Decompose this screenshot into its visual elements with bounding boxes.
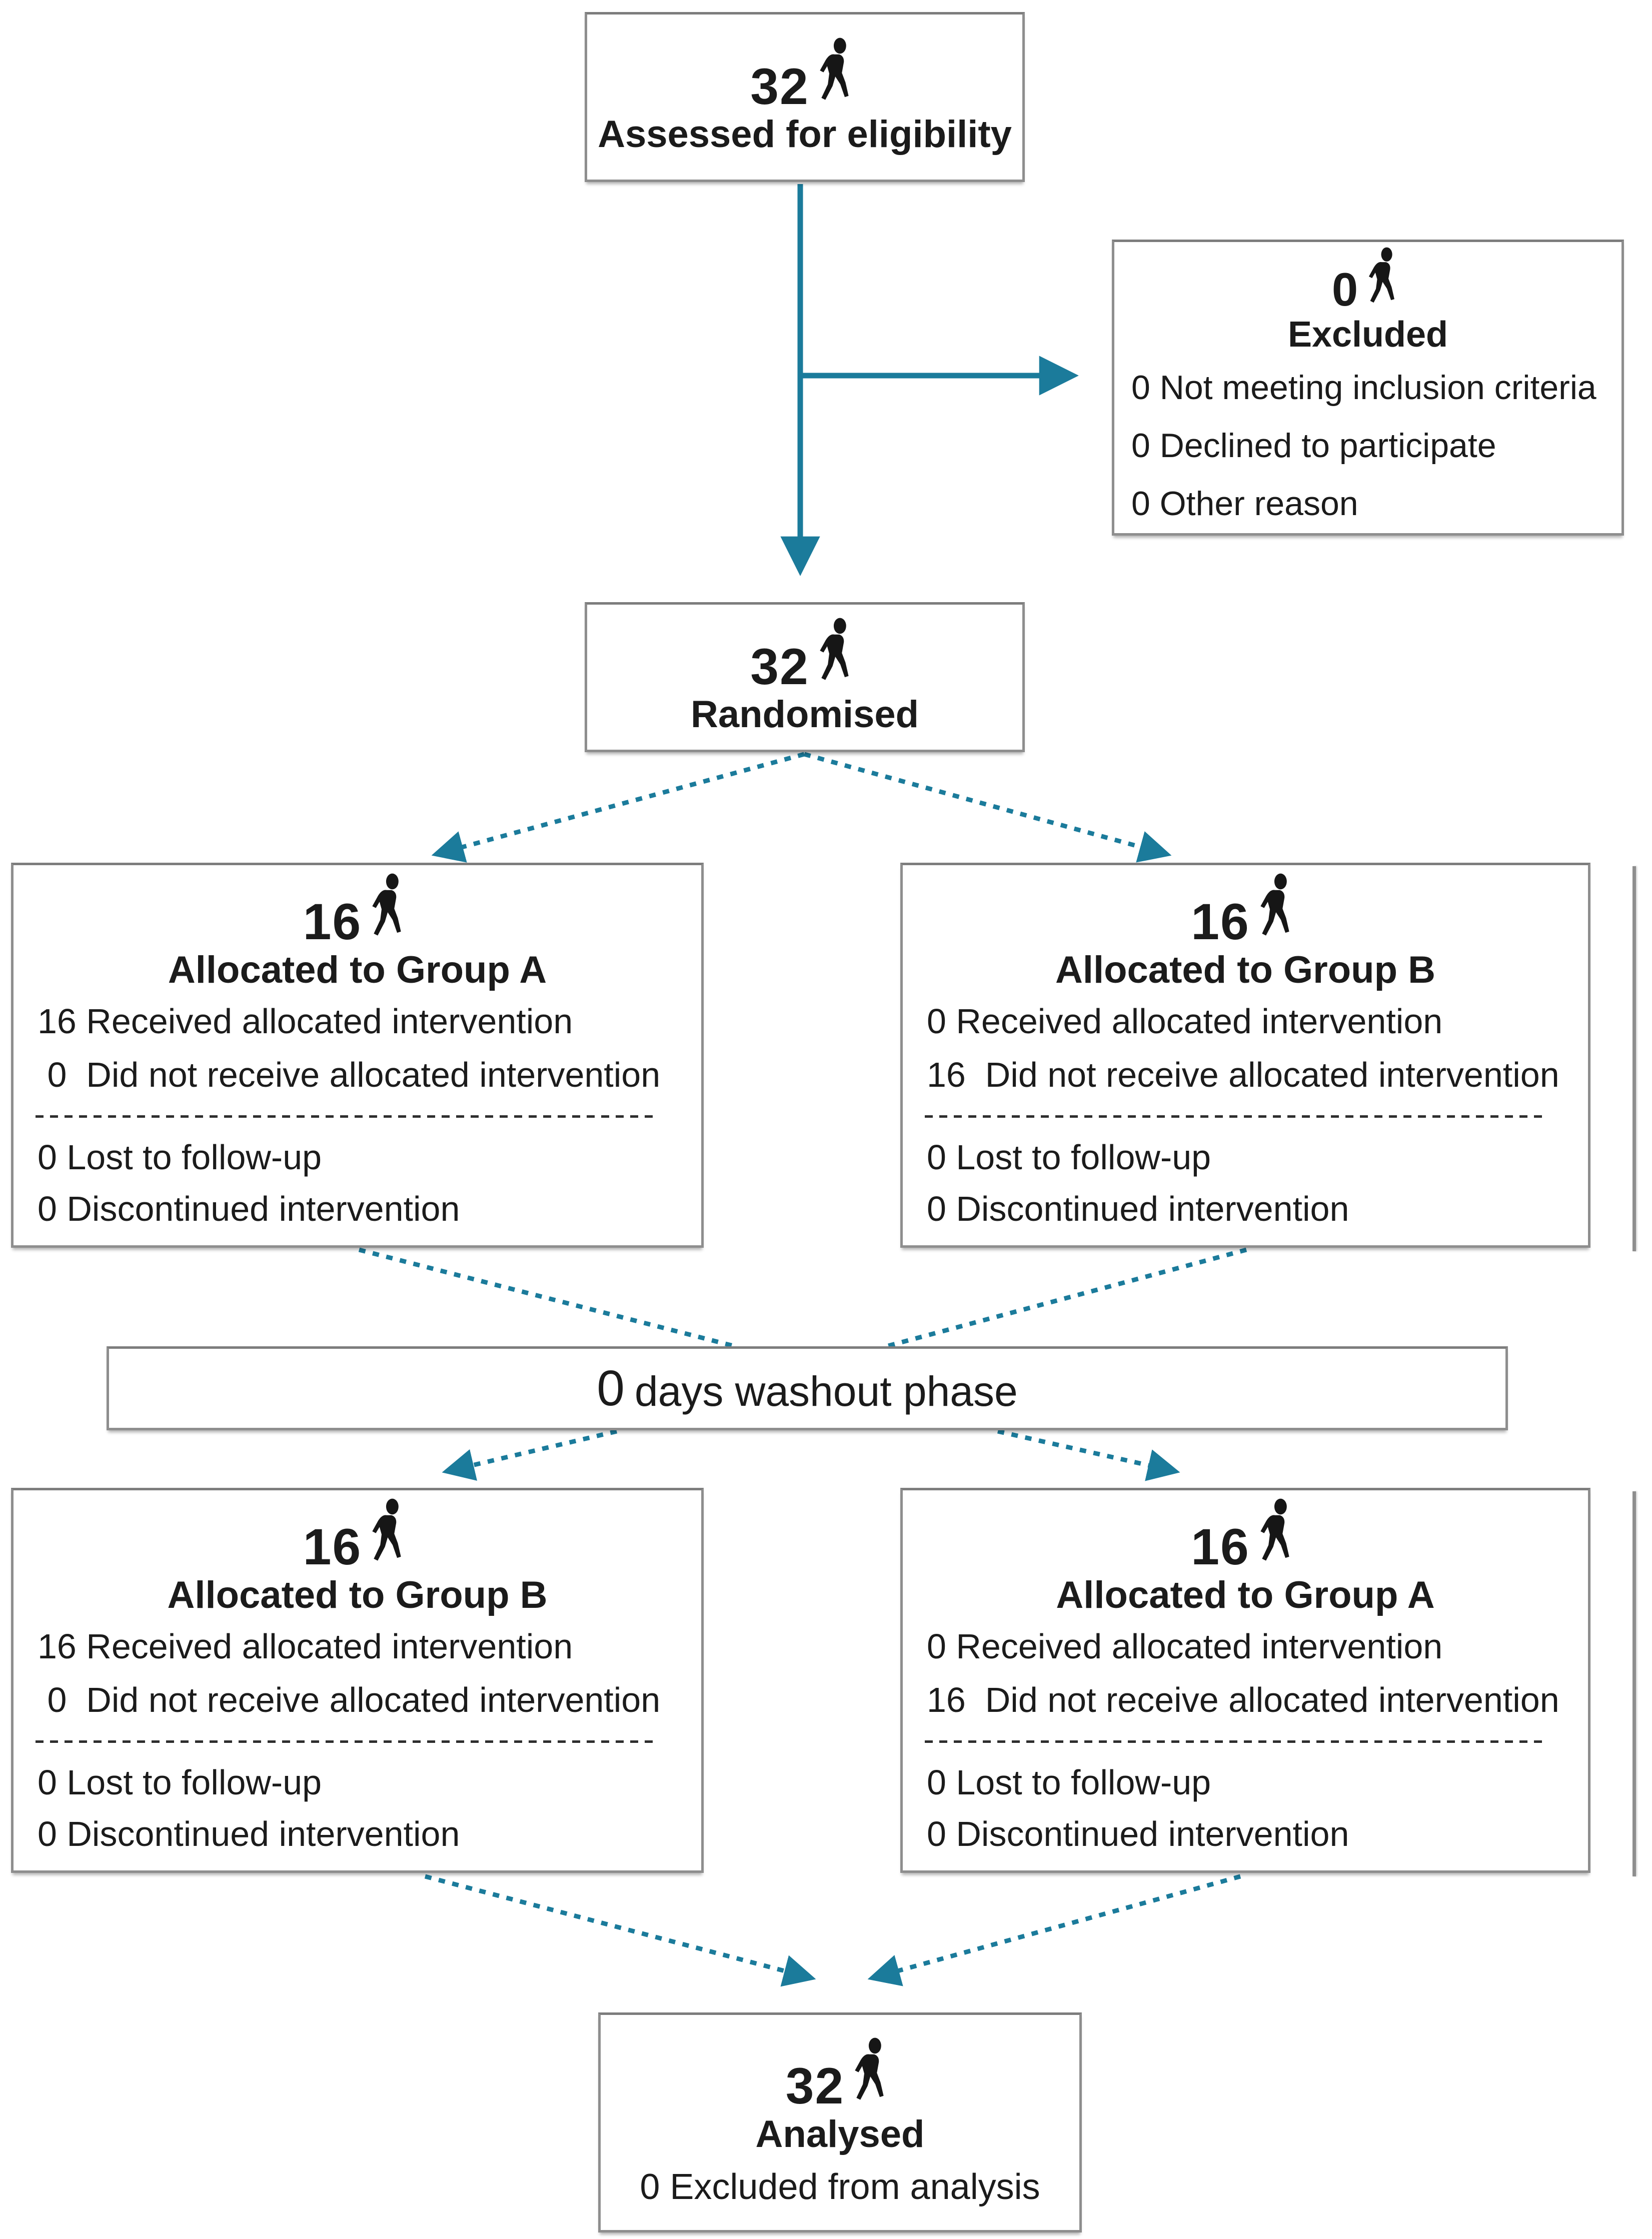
- walking-person-icon: [1254, 873, 1300, 947]
- dashed-separator: [925, 1740, 1542, 1743]
- arrow-randomised-to-group-a: [431, 752, 805, 863]
- randomised-box: 32 Randomised: [585, 602, 1025, 752]
- randomised-count: 32: [750, 638, 809, 695]
- analysed-count: 32: [785, 2057, 845, 2115]
- allocation-title: Allocated to Group A: [1056, 1574, 1435, 1616]
- followup-line: 0 Lost to follow-up: [38, 1763, 322, 1802]
- arrow-group-b-to-washout: [885, 1247, 1247, 1349]
- assessed-box: 32 Assessed for eligibility: [585, 12, 1025, 182]
- allocation-group-a-phase2-box: 16 Allocated to Group A 0 Received alloc…: [900, 1488, 1590, 1873]
- followup-line: 0 Lost to follow-up: [38, 1138, 322, 1177]
- allocation-title: Allocated to Group B: [1055, 949, 1435, 991]
- walking-person-icon: [366, 1498, 412, 1572]
- count-row: 16: [1191, 873, 1300, 951]
- allocation-line: 16 Did not receive allocated interventio…: [927, 1680, 1559, 1719]
- excluded-line: 0 Not meeting inclusion criteria: [1131, 368, 1596, 407]
- allocation-line: 16 Received allocated intervention: [38, 1002, 573, 1041]
- washout-box: 0 days washout phase: [107, 1346, 1508, 1430]
- followup-line: 0 Discontinued intervention: [927, 1189, 1349, 1228]
- followup-line: 0 Discontinued intervention: [38, 1814, 460, 1853]
- arrow-group-b-to-analysed: [424, 1874, 816, 1987]
- analysed-title: Analysed: [755, 2112, 925, 2155]
- followup-line: 0 Discontinued intervention: [927, 1814, 1349, 1853]
- washout-days-number: 0: [597, 1360, 625, 1416]
- excluded-title: Excluded: [1287, 315, 1448, 355]
- allocation-count: 16: [303, 893, 362, 951]
- walking-person-icon: [813, 38, 859, 112]
- excluded-count: 0: [1331, 263, 1359, 316]
- arrow-group-a-to-washout: [358, 1247, 736, 1349]
- excluded-box: 0 Excluded 0 Not meeting inclusion crite…: [1112, 240, 1624, 536]
- allocation-count: 16: [303, 1518, 362, 1576]
- analysed-box: 32 Analysed 0 Excluded from analysis: [598, 2012, 1082, 2232]
- allocation-count: 16: [1191, 893, 1250, 951]
- arrow-washout-to-group-b: [442, 1429, 618, 1481]
- followup-line: 0 Lost to follow-up: [927, 1763, 1211, 1802]
- allocation-title: Allocated to Group B: [167, 1574, 548, 1616]
- allocation-line: 0 Received allocated intervention: [927, 1627, 1443, 1666]
- allocation-title: Allocated to Group A: [168, 949, 547, 991]
- arrow-group-a-to-analysed: [867, 1874, 1241, 1986]
- followup-line: 0 Discontinued intervention: [38, 1189, 460, 1228]
- count-row: 0: [1131, 247, 1604, 316]
- count-row: 32: [750, 618, 859, 695]
- allocation-line: 0 Did not receive allocated intervention: [38, 1055, 661, 1094]
- count-row: 16: [1191, 1498, 1300, 1576]
- cutoff-box-edge: [1632, 1491, 1636, 1876]
- walking-person-icon: [1363, 247, 1404, 313]
- count-row: 16: [303, 873, 412, 951]
- allocation-count: 16: [1191, 1518, 1250, 1576]
- dashed-separator: [925, 1115, 1542, 1118]
- allocation-line: 16 Received allocated intervention: [38, 1627, 573, 1666]
- randomised-title: Randomised: [690, 693, 919, 736]
- count-row: 16: [303, 1498, 412, 1576]
- walking-person-icon: [366, 873, 412, 947]
- allocation-line: 16 Did not receive allocated interventio…: [927, 1055, 1559, 1094]
- count-row: 32: [785, 2037, 894, 2115]
- arrow-washout-to-group-a: [997, 1429, 1180, 1481]
- allocation-group-a-box: 16 Allocated to Group A 16 Received allo…: [11, 863, 704, 1248]
- dashed-separator: [36, 1115, 656, 1118]
- allocation-line: 0 Did not receive allocated intervention: [38, 1680, 661, 1719]
- arrow-randomised-to-group-b: [803, 752, 1172, 863]
- washout-label: days washout phase: [634, 1368, 1018, 1415]
- assessed-title: Assessed for eligibility: [598, 113, 1012, 156]
- dashed-separator: [36, 1740, 656, 1743]
- walking-person-icon: [848, 2037, 894, 2111]
- excluded-line: 0 Other reason: [1131, 485, 1358, 523]
- analysed-line: 0 Excluded from analysis: [640, 2167, 1040, 2207]
- allocation-line: 0 Received allocated intervention: [927, 1002, 1443, 1041]
- count-row: 32: [750, 38, 859, 115]
- cutoff-box-edge: [1632, 866, 1636, 1251]
- followup-line: 0 Lost to follow-up: [927, 1138, 1211, 1177]
- allocation-group-b-phase2-box: 16 Allocated to Group B 16 Received allo…: [11, 1488, 704, 1873]
- walking-person-icon: [813, 618, 859, 692]
- walking-person-icon: [1254, 1498, 1300, 1572]
- assessed-count: 32: [750, 58, 809, 115]
- allocation-group-b-box: 16 Allocated to Group B 0 Received alloc…: [900, 863, 1590, 1248]
- excluded-line: 0 Declined to participate: [1131, 426, 1496, 465]
